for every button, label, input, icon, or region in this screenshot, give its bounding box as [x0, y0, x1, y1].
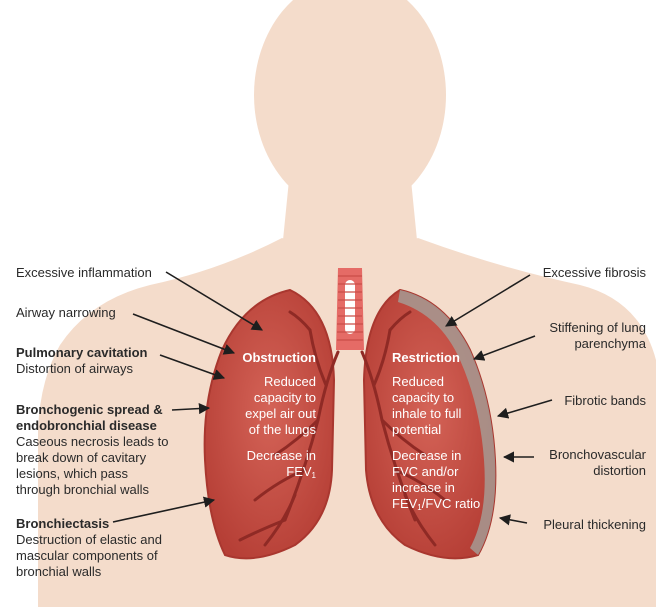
restriction-title: Restriction — [392, 350, 502, 366]
label-excessive-inflammation: Excessive inflammation — [16, 265, 152, 281]
label-spread-text-1: Caseous necrosis leads to — [16, 434, 168, 450]
restriction-line-5: Decrease in — [392, 448, 502, 464]
obstruction-title: Obstruction — [238, 350, 316, 366]
label-bronchovascular-2: distortion — [549, 463, 646, 479]
label-bronchiectasis-title: Bronchiectasis — [16, 516, 162, 532]
label-cavitation-title: Pulmonary cavitation — [16, 345, 147, 361]
restriction-line-3: inhale to full — [392, 406, 502, 422]
label-spread-text-2: break down of cavitary — [16, 450, 168, 466]
label-spread-title-1: Bronchogenic spread & — [16, 402, 168, 418]
label-fibrotic-bands: Fibrotic bands — [564, 393, 646, 409]
label-airway-narrowing: Airway narrowing — [16, 305, 116, 321]
label-bronchiectasis-text-1: Destruction of elastic and — [16, 532, 162, 548]
restriction-fvc-ratio: /FVC ratio — [422, 496, 481, 511]
label-bronchogenic-spread: Bronchogenic spread & endobronchial dise… — [16, 402, 168, 498]
label-bronchiectasis-text-2: mascular components of — [16, 548, 162, 564]
restriction-fev: FEV — [392, 496, 417, 511]
label-stiffening-1: Stiffening of lung — [549, 320, 646, 336]
label-stiffening-2: parenchyma — [549, 336, 646, 352]
obstruction-line-5: Decrease in — [238, 448, 316, 464]
restriction-line-7: increase in — [392, 480, 502, 496]
label-bronchovascular-1: Bronchovascular — [549, 447, 646, 463]
obstruction-line-4: of the lungs — [238, 422, 316, 438]
label-bronchiectasis: Bronchiectasis Destruction of elastic an… — [16, 516, 162, 580]
label-bronchiectasis-text-3: bronchial walls — [16, 564, 162, 580]
label-bronchovascular: Bronchovascular distortion — [549, 447, 646, 479]
restriction-line-1: Reduced — [392, 374, 502, 390]
label-pleural-thickening: Pleural thickening — [543, 517, 646, 533]
obstruction-fev: FEV — [286, 464, 311, 479]
restriction-line-6: FVC and/or — [392, 464, 502, 480]
label-pulmonary-cavitation: Pulmonary cavitation Distortion of airwa… — [16, 345, 147, 377]
obstruction-line-1: Reduced — [238, 374, 316, 390]
restriction-line-8: FEV1/FVC ratio — [392, 496, 502, 516]
obstruction-fev-sub: 1 — [312, 471, 316, 480]
obstruction-line-6: FEV1 — [238, 464, 316, 484]
trachea — [336, 268, 364, 350]
obstruction-panel: Obstruction Reduced capacity to expel ai… — [238, 350, 316, 484]
label-spread-text-4: through bronchial walls — [16, 482, 168, 498]
label-excessive-fibrosis: Excessive fibrosis — [543, 265, 646, 281]
restriction-line-4: potential — [392, 422, 502, 438]
restriction-panel: Restriction Reduced capacity to inhale t… — [392, 350, 502, 516]
label-spread-title-2: endobronchial disease — [16, 418, 168, 434]
obstruction-line-3: expel air out — [238, 406, 316, 422]
label-cavitation-text: Distortion of airways — [16, 361, 147, 377]
restriction-line-2: capacity to — [392, 390, 502, 406]
label-spread-text-3: lesions, which pass — [16, 466, 168, 482]
obstruction-line-2: capacity to — [238, 390, 316, 406]
label-stiffening: Stiffening of lung parenchyma — [549, 320, 646, 352]
